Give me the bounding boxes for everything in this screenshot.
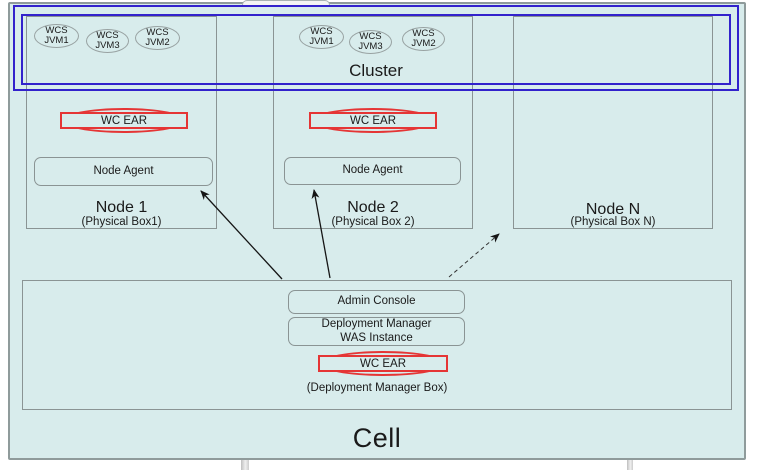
node-name: Node N [585, 201, 641, 218]
jvm-label-line2: JVM3 [358, 41, 383, 52]
dm-was-line2: WAS Instance [340, 331, 413, 344]
cylinder-body [309, 112, 437, 129]
deployment-manager-box: Admin Console Deployment Manager WAS Ins… [22, 280, 732, 410]
wc-ear-cylinder: WC EAR [318, 351, 448, 376]
jvm-label-line2: JVM3 [95, 40, 120, 51]
cylinder-body [318, 355, 448, 372]
wcs-jvm2-oval: WCS JVM2 [135, 26, 180, 50]
node-n-box: Node N (Physical Box N) [513, 16, 713, 229]
node-name: Node 1 [95, 199, 148, 216]
jvm-label-line2: JVM2 [145, 37, 170, 48]
cluster-inner-border [21, 14, 731, 85]
node-agent-box: Node Agent [284, 157, 461, 185]
deployment-manager-caption: (Deployment Manager Box) [306, 382, 448, 394]
background-window-tab-artifact [242, 0, 330, 6]
background-window-edge-artifact [627, 459, 633, 470]
wcs-jvm1-oval: WCS JVM1 [299, 25, 344, 49]
cluster-label: Cluster [349, 61, 403, 80]
wc-ear-label: WC EAR [350, 114, 396, 127]
wc-ear-cylinder: WC EAR [60, 108, 188, 133]
jvm-label-line2: JVM1 [44, 35, 69, 46]
node-1-box: WCS JVM1 WCS JVM3 WCS JVM2 WC EAR Node A… [26, 16, 217, 229]
wcs-jvm3-oval: WCS JVM3 [86, 29, 129, 53]
cluster-outer-border [13, 5, 739, 91]
node-agent-box: Node Agent [34, 157, 213, 186]
jvm-label-line2: JVM1 [309, 36, 334, 47]
admin-console-label: Admin Console [337, 295, 416, 308]
cell-box [8, 2, 746, 460]
wcs-jvm2-oval: WCS JVM2 [402, 27, 445, 51]
jvm-label-line1: WCS [146, 27, 169, 38]
wcs-jvm1-oval: WCS JVM1 [34, 24, 79, 48]
node-physical-box-label: (Physical Box 2) [331, 216, 415, 228]
wc-ear-cylinder: WC EAR [309, 108, 437, 133]
wc-ear-label: WC EAR [360, 357, 406, 370]
jvm-label-line1: WCS [359, 31, 382, 42]
node-agent-label: Node Agent [93, 164, 154, 177]
node-name: Node 2 [347, 199, 399, 216]
wc-ear-label: WC EAR [101, 114, 147, 127]
deployment-manager-was-instance-box: Deployment Manager WAS Instance [288, 317, 465, 346]
background-window-edge-artifact [241, 459, 249, 470]
jvm-label-line1: WCS [45, 25, 68, 36]
jvm-label-line1: WCS [412, 28, 435, 39]
jvm-label-line2: JVM2 [411, 38, 436, 49]
cell-label: Cell [352, 423, 402, 453]
dm-was-line1: Deployment Manager [321, 318, 432, 330]
jvm-label-line1: WCS [96, 30, 119, 41]
node-physical-box-label: (Physical Box N) [570, 216, 656, 228]
node-agent-label: Node Agent [342, 164, 403, 177]
cylinder-body [60, 112, 188, 129]
admin-console-box: Admin Console [288, 290, 465, 314]
node-2-box: WCS JVM1 WCS JVM3 WCS JVM2 WC EAR Node A… [273, 16, 473, 229]
jvm-label-line1: WCS [310, 26, 333, 37]
wcs-jvm3-oval: WCS JVM3 [349, 30, 392, 54]
node-physical-box-label: (Physical Box1) [81, 216, 162, 228]
